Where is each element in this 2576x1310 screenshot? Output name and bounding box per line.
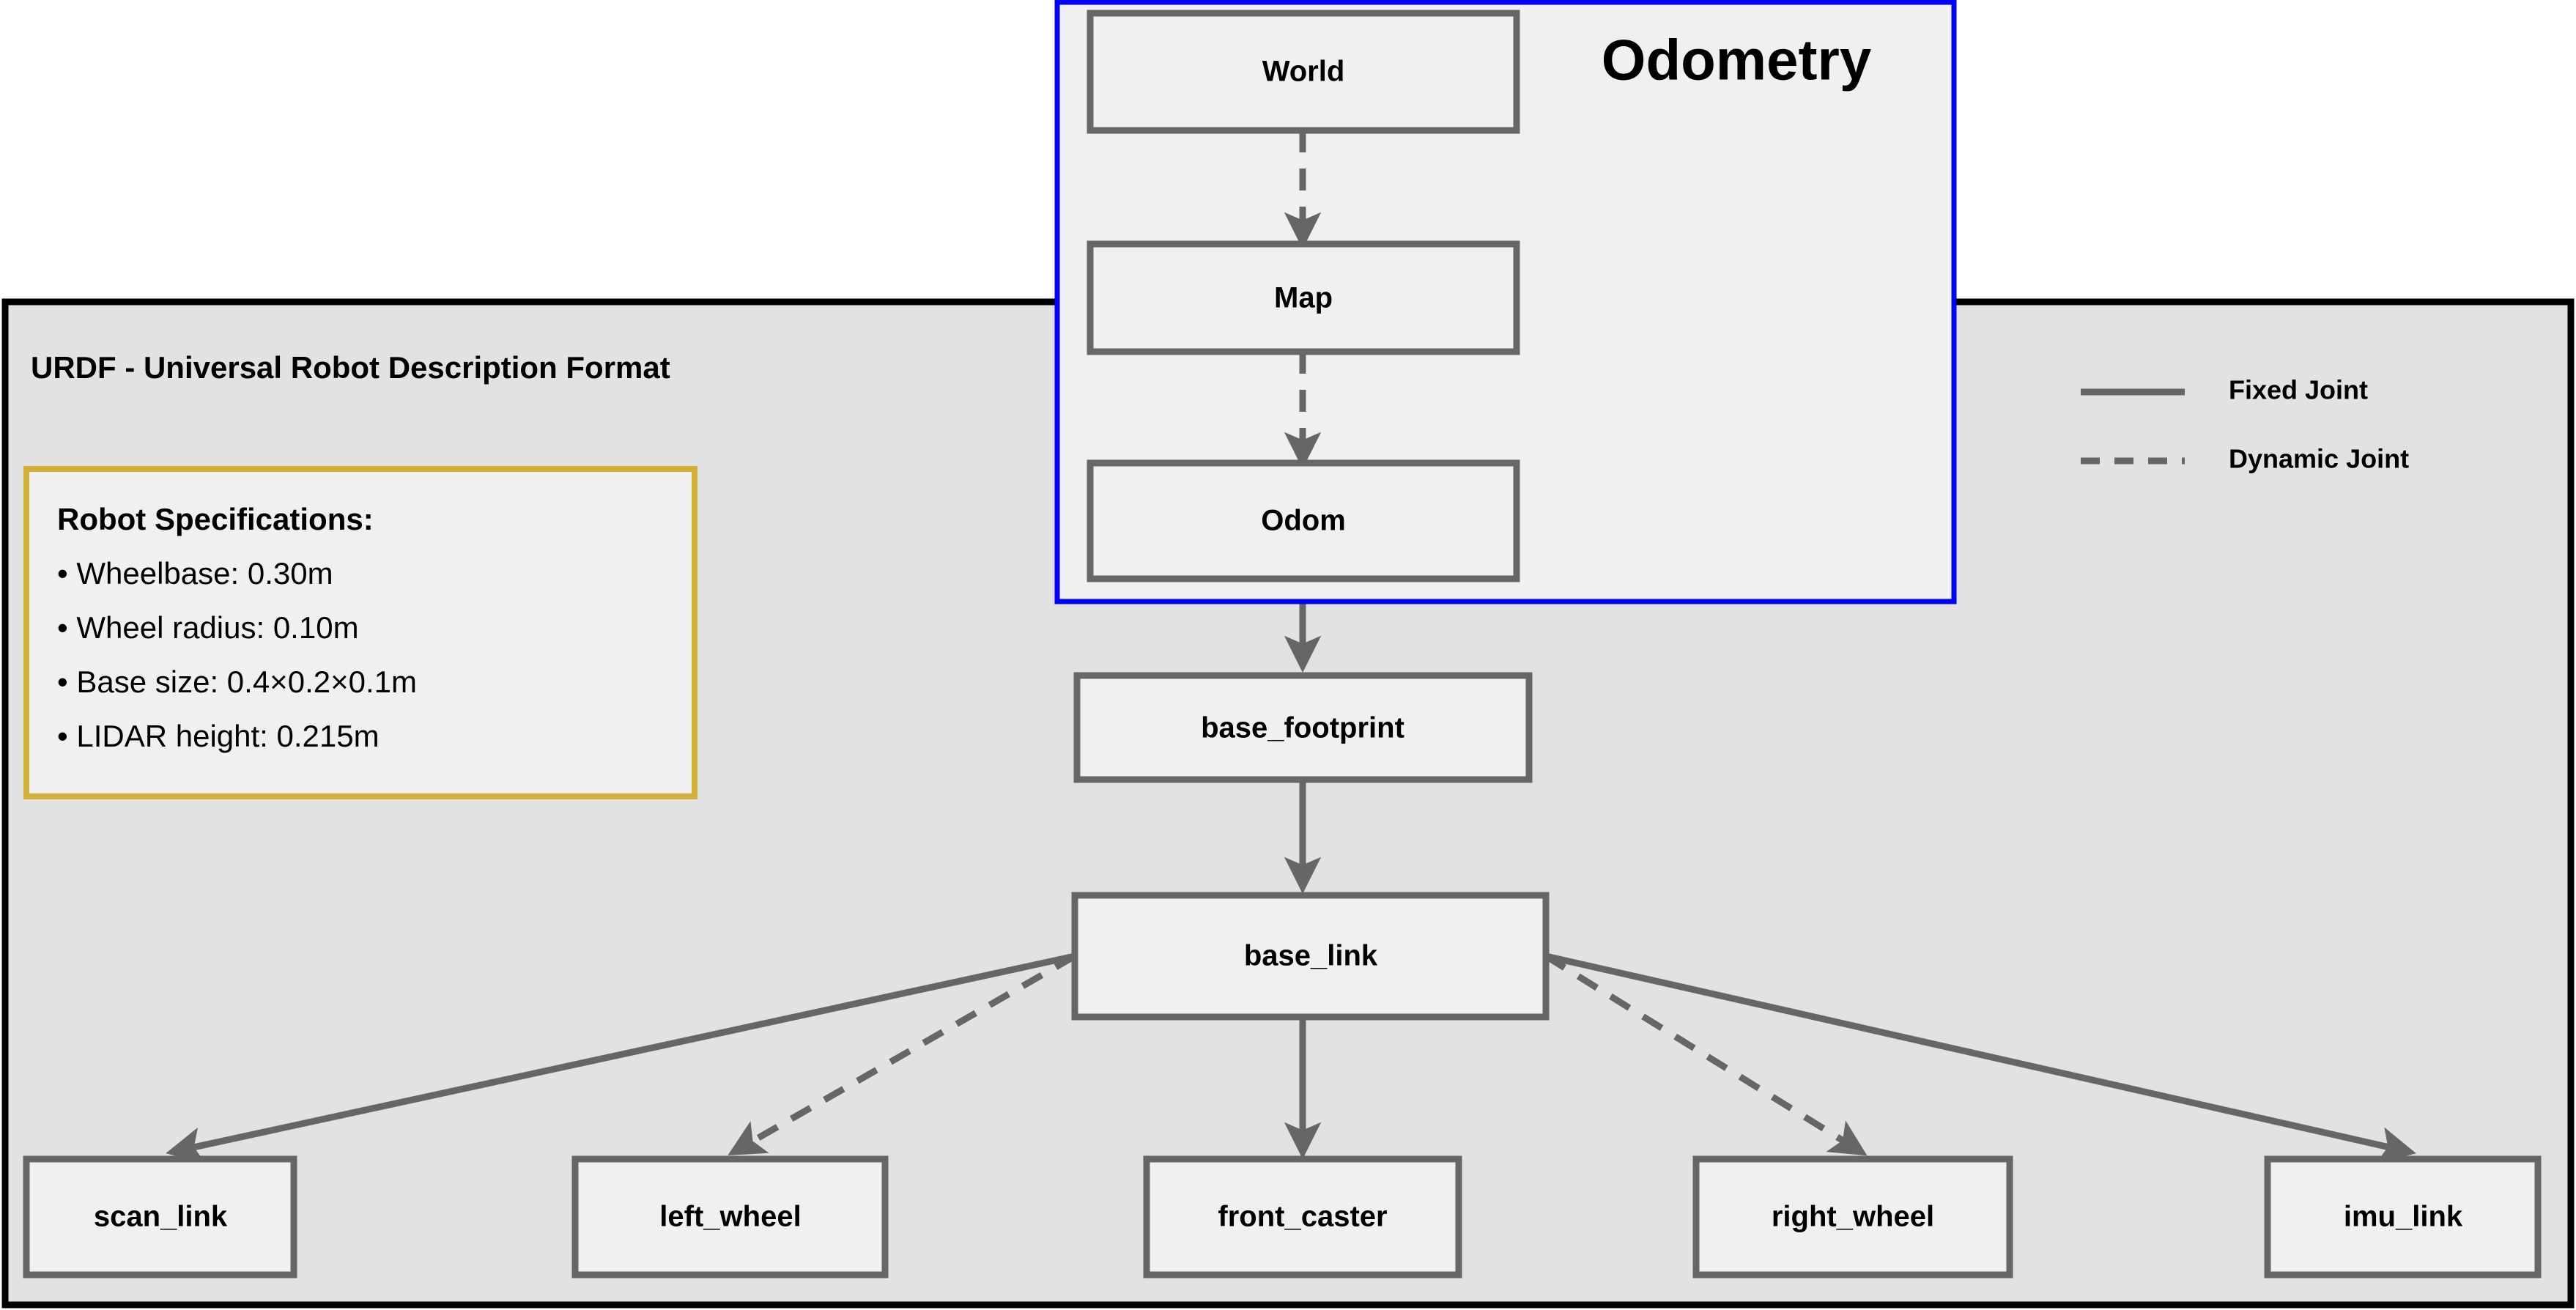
node-world-box[interactable] [1087, 10, 1520, 134]
robot-specs-item-1: • Wheel radius: 0.10m [57, 610, 359, 645]
node-scan-link-box[interactable] [23, 1155, 297, 1278]
edge-base-link-to-left-wheel [728, 953, 1077, 1156]
edge-base-link-to-right-wheel [1544, 953, 1868, 1156]
node-scan-link[interactable]: scan_link [23, 1155, 297, 1278]
node-base-link[interactable]: base_link [1071, 892, 1550, 1021]
node-right-wheel-box[interactable] [1692, 1155, 2013, 1278]
node-odom[interactable]: Odom [1087, 459, 1520, 582]
edge-base-link-to-imu-link [1545, 952, 2416, 1163]
urdf-panel-title: URDF - Universal Robot Description Forma… [31, 350, 670, 385]
node-imu-link[interactable]: imu_link [2264, 1155, 2542, 1278]
node-world[interactable]: World [1087, 10, 1520, 134]
node-front-caster-label: front_caster [1218, 1201, 1387, 1233]
legend-fixed-joint-label: Fixed Joint [2229, 375, 2368, 405]
odometry-panel-title: Odometry [1602, 28, 1871, 92]
node-map-label: Map [1274, 282, 1333, 314]
node-base-link-label: base_link [1244, 940, 1378, 972]
node-world-label: World [1262, 56, 1345, 88]
node-base-footprint[interactable]: base_footprint [1073, 672, 1533, 783]
robot-specs-item-0: • Wheelbase: 0.30m [57, 556, 333, 591]
robot-specs-box [23, 466, 697, 799]
node-left-wheel-box[interactable] [571, 1155, 889, 1278]
robot-specs-heading: Robot Specifications: [57, 502, 374, 536]
robot-specs-item-3: • LIDAR height: 0.215m [57, 719, 380, 753]
node-front-caster[interactable]: front_caster [1143, 1155, 1462, 1278]
node-map[interactable]: Map [1087, 240, 1520, 355]
node-base-footprint-label: base_footprint [1201, 712, 1404, 744]
edge-base-link-to-scan-link [166, 952, 1076, 1164]
robot-specs-item-2: • Base size: 0.4×0.2×0.1m [57, 665, 417, 699]
node-right-wheel[interactable]: right_wheel [1692, 1155, 2013, 1278]
node-map-box[interactable] [1087, 240, 1520, 355]
node-odom-label: Odom [1261, 505, 1346, 537]
node-scan-link-label: scan_link [94, 1201, 228, 1233]
node-left-wheel-label: left_wheel [659, 1201, 801, 1233]
node-imu-link-box[interactable] [2264, 1155, 2542, 1278]
node-imu-link-label: imu_link [2344, 1201, 2463, 1233]
node-left-wheel[interactable]: left_wheel [571, 1155, 889, 1278]
node-base-link-box[interactable] [1071, 892, 1550, 1021]
node-odom-box[interactable] [1087, 459, 1520, 582]
legend-dynamic-joint-label: Dynamic Joint [2229, 444, 2409, 474]
node-right-wheel-label: right_wheel [1772, 1201, 1934, 1233]
node-base-footprint-box[interactable] [1073, 672, 1533, 783]
node-front-caster-box[interactable] [1143, 1155, 1462, 1278]
